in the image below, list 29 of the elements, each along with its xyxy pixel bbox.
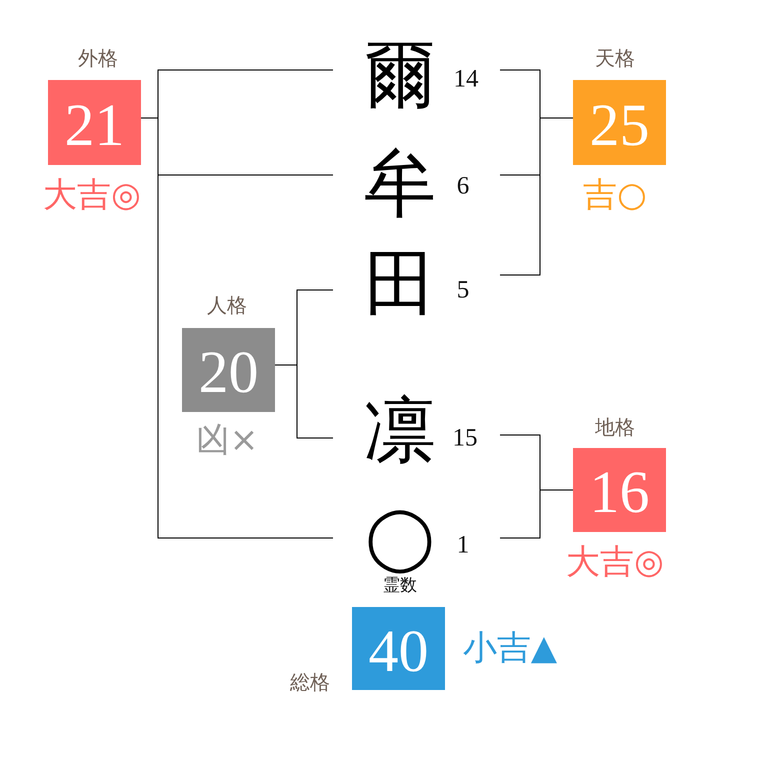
score-number: 21: [64, 94, 124, 154]
category-label: 総格: [290, 672, 330, 692]
category-label: 天格: [595, 48, 635, 68]
name-character: ◯: [365, 500, 435, 574]
score-number: 25: [590, 94, 650, 154]
bracket-line: [500, 490, 574, 538]
name-character: 凛: [364, 386, 436, 474]
stroke-count: 5: [456, 278, 470, 302]
name-character: 牟: [364, 140, 436, 226]
category-label: 地格: [595, 417, 635, 437]
fortune-rating: 吉○: [583, 178, 647, 212]
name-character: 田: [364, 240, 436, 326]
category-label: 人格: [207, 295, 247, 315]
fortune-rating: 大吉◎: [566, 545, 664, 579]
fortune-rating: 小吉▲: [462, 631, 558, 665]
stroke-count: 1: [456, 532, 470, 558]
score-number: 20: [198, 342, 258, 402]
fortune-rating: 大吉◎: [43, 178, 141, 212]
stroke-count: 6: [456, 174, 470, 198]
category-label: 外格: [78, 48, 118, 68]
name-character: 爾: [364, 32, 436, 118]
caption-label: 霊数: [383, 578, 417, 594]
bracket-line: [500, 118, 574, 276]
score-number: 16: [590, 462, 650, 522]
bracket-line: [274, 364, 334, 438]
fortune-rating: 凶×: [196, 423, 258, 457]
stroke-count: 14: [454, 66, 478, 92]
score-number: 40: [368, 620, 428, 680]
stroke-count: 15: [452, 426, 478, 450]
